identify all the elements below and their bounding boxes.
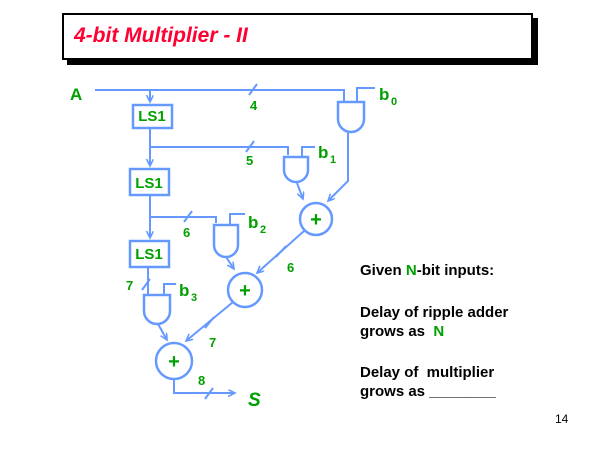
note-mult-blank: ________ — [429, 383, 496, 400]
bus-width-7a: 7 — [126, 278, 133, 293]
note-mult-line1: Delay of multiplier — [360, 364, 495, 381]
adder-2-icon — [226, 271, 264, 309]
wire-b2-input — [229, 213, 245, 224]
b2-label-sub: 2 — [260, 224, 266, 236]
and-gate-b1-icon — [282, 155, 310, 184]
note-given: Given N-bit inputs: — [360, 261, 494, 280]
adder-3-icon — [154, 341, 194, 381]
adder-1-icon — [298, 201, 334, 237]
wire-b0-input — [356, 87, 375, 101]
wire-gate-b3-to-adder-3 — [157, 323, 167, 340]
note-multiplier: Delay of multiplier grows as ________ — [360, 363, 496, 401]
bus-width-7b: 7 — [209, 335, 216, 350]
wire-a-bus — [95, 89, 345, 101]
note-given-n: N — [405, 262, 417, 279]
note-ripple-n: N — [433, 323, 445, 340]
ls1-box-1 — [131, 103, 174, 130]
bus-slash-8 — [204, 387, 214, 400]
ls1-box-2 — [128, 167, 171, 197]
note-ripple-line1: Delay of ripple adder — [360, 304, 509, 321]
and-gate-b0-icon — [336, 100, 366, 134]
adder-2-plus: + — [239, 280, 251, 302]
title-box: 4-bit Multiplier - II — [62, 13, 533, 60]
page-number: 14 — [555, 412, 569, 426]
b0-label: b — [379, 85, 389, 104]
bus-width-8: 8 — [198, 373, 205, 388]
wire-gate-b0-to-adder-1 — [328, 133, 349, 201]
b2-label: b — [248, 213, 258, 232]
wire-branch-6 — [150, 216, 217, 223]
output-s-label: S — [248, 390, 261, 411]
b0-label-sub: 0 — [391, 96, 397, 108]
ls1-label-3: LS1 — [135, 246, 163, 263]
bus-slash-5 — [245, 140, 255, 153]
input-a-label: A — [70, 85, 82, 104]
note-ripple-adder: Delay of ripple adder grows as N — [360, 303, 508, 341]
b1-label: b — [318, 143, 328, 162]
ls1-label-2: LS1 — [135, 175, 163, 192]
bus-width-6a: 6 — [183, 225, 190, 240]
b3-label: b — [179, 281, 189, 300]
and-gate-b3-icon — [142, 293, 172, 326]
bus-width-6b: 6 — [287, 260, 294, 275]
note-given-suffix: -bit inputs: — [416, 262, 495, 279]
wire-gate-b2-to-adder-2 — [225, 256, 234, 269]
bus-slash-4 — [248, 83, 258, 96]
wire-adder-3-to-s — [173, 379, 235, 393]
bus-width-5: 5 — [246, 153, 253, 168]
note-mult-prefix: grows as — [360, 383, 430, 400]
note-given-prefix: Given — [360, 262, 406, 279]
b3-label-sub: 3 — [191, 292, 197, 304]
and-gate-b2-icon — [212, 223, 240, 259]
wire-branch-5 — [150, 146, 289, 155]
wire-b1-input — [301, 146, 315, 156]
bus-slash-7b — [204, 316, 215, 329]
wire-b3-input — [163, 283, 176, 294]
bus-slash-7a — [141, 278, 151, 291]
bus-width-4: 4 — [250, 98, 258, 113]
wire-gate-b1-to-adder-1 — [296, 182, 303, 199]
ls1-label-1: LS1 — [138, 108, 166, 125]
b1-label-sub: 1 — [330, 154, 336, 166]
bus-slash-6a — [183, 210, 193, 223]
adder-3-plus: + — [168, 351, 180, 373]
page-title: 4-bit Multiplier - II — [74, 24, 248, 47]
note-ripple-prefix: grows as — [360, 323, 434, 340]
ls1-box-3 — [128, 239, 171, 269]
bus-slash-6b — [275, 245, 287, 258]
adder-1-plus: + — [310, 209, 322, 231]
